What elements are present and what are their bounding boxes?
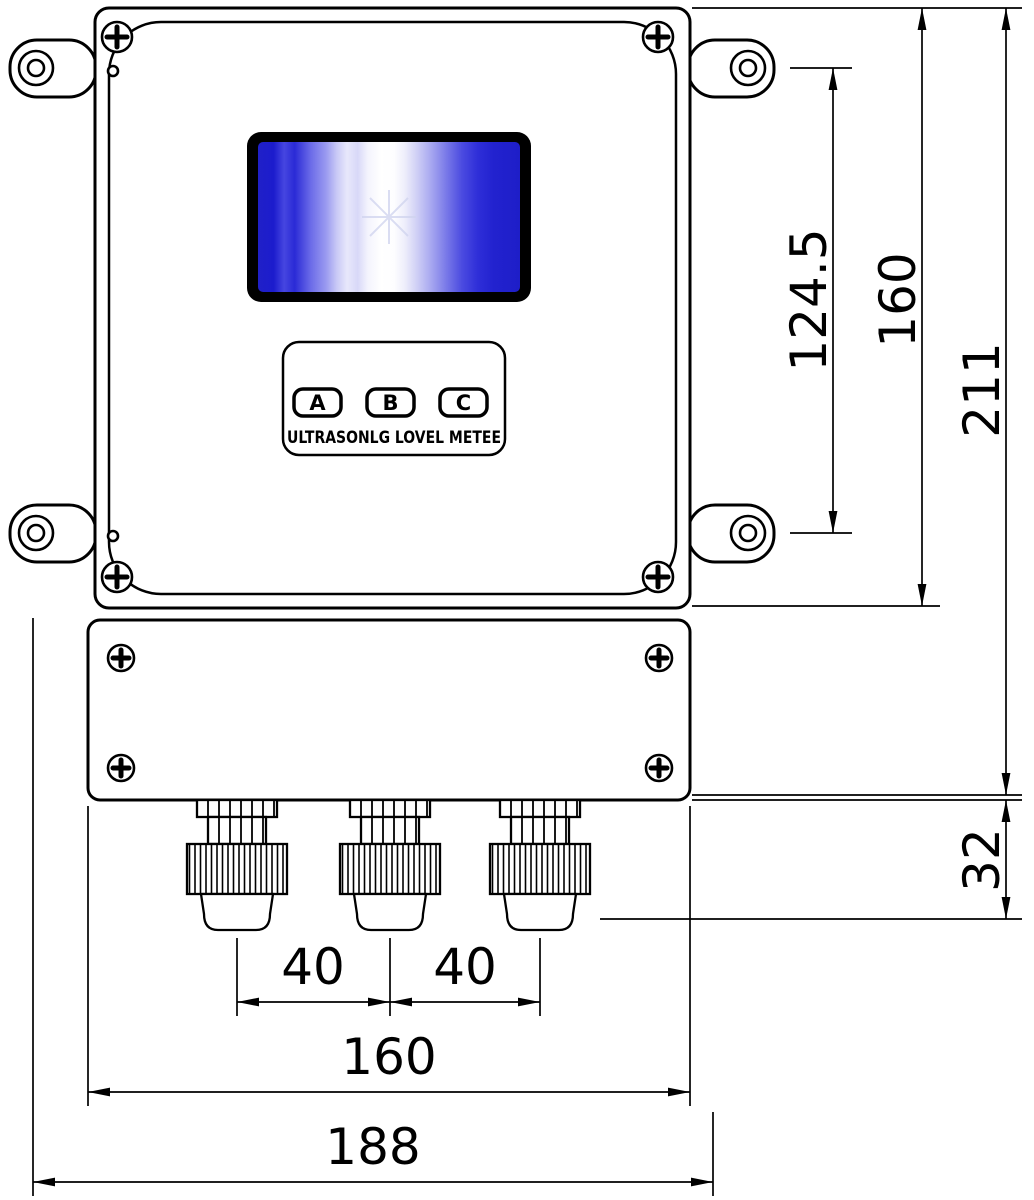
dimension-enclosure-height: 160 (869, 8, 927, 606)
mounting-ear-top-left (8, 38, 98, 99)
screw-icon (646, 755, 672, 781)
lcd-display (247, 132, 531, 302)
screw-icon (643, 562, 673, 592)
screw-icon (108, 755, 134, 781)
dimension-label-32: 32 (953, 828, 1011, 892)
button-b-label: B (382, 391, 398, 415)
screw-icon (646, 645, 672, 671)
extension-lines (32, 7, 1022, 1196)
lcd-glare (362, 190, 416, 244)
screw-icon (108, 645, 134, 671)
button-c-label: C (456, 391, 471, 415)
cable-gland-middle (338, 798, 442, 932)
screw-icon (643, 22, 673, 52)
dimension-label-160-height: 160 (869, 252, 927, 347)
mounting-ear-top-right (686, 38, 776, 99)
device-name-label: ULTRASONLG LOVEL METEE (287, 428, 501, 448)
button-a-label: A (309, 391, 326, 415)
dimension-label-160-width: 160 (341, 1028, 436, 1086)
button-a: A (292, 387, 343, 418)
dimension-label-40-right: 40 (433, 938, 497, 996)
mounting-ear-bottom-right (686, 503, 776, 564)
dimension-overall-height: 211 (953, 8, 1011, 795)
dimension-gland-height: 32 (953, 800, 1011, 919)
screw-icon (102, 562, 132, 592)
keypad-panel: A B C ULTRASONLG LOVEL METEE (281, 340, 507, 457)
pilot-hole (106, 64, 120, 78)
pilot-hole (106, 529, 120, 543)
dimension-label-188: 188 (325, 1118, 420, 1176)
main-enclosure (93, 6, 692, 610)
dimension-enclosure-width: 160 (88, 1028, 690, 1097)
dimension-gland-pitch-right: 40 (390, 938, 540, 1007)
cable-gland-left (185, 798, 289, 932)
button-b: B (365, 387, 416, 418)
dimension-label-124-5: 124.5 (780, 228, 838, 371)
dimension-gland-pitch-left: 40 (237, 938, 390, 1007)
button-c: C (438, 387, 489, 418)
terminal-compartment (86, 618, 692, 802)
dimension-label-40-left: 40 (281, 938, 345, 996)
mounting-ear-bottom-left (8, 503, 98, 564)
cable-gland-right (488, 798, 592, 932)
dimension-overall-width: 188 (33, 1118, 713, 1187)
dimension-hole-spacing: 124.5 (780, 68, 838, 533)
dimension-label-211: 211 (953, 342, 1011, 437)
screw-icon (102, 22, 132, 52)
